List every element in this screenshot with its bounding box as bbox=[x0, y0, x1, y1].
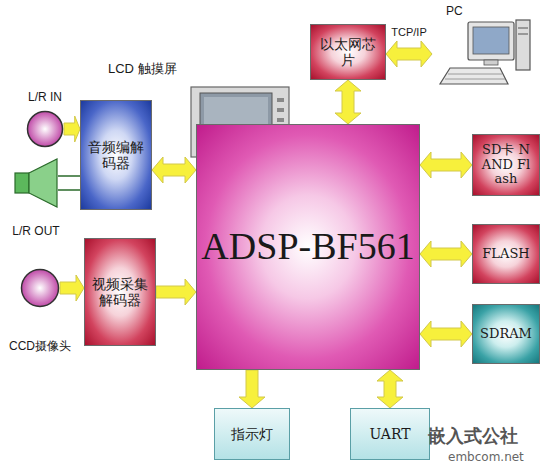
component-box: FLASH bbox=[472, 224, 540, 284]
bus-arrow bbox=[420, 321, 472, 347]
bus-arrow bbox=[335, 80, 361, 124]
component-box: SD卡 NAND Flash bbox=[472, 134, 540, 196]
box-label: SD卡 NAND Flash bbox=[479, 143, 533, 188]
component-box: 视频采集解码器 bbox=[84, 238, 156, 346]
arrow-shape bbox=[239, 370, 265, 408]
arrow-shape bbox=[420, 321, 472, 347]
processor-box: ADSP-BF561 bbox=[196, 124, 420, 370]
box-label: SDRAM bbox=[480, 327, 532, 342]
device-label: CCD摄像头 bbox=[9, 338, 71, 355]
bus-arrow bbox=[386, 41, 432, 67]
cam-node: CCD摄像头 bbox=[20, 268, 60, 308]
mic-node: L/R IN bbox=[26, 110, 64, 148]
speaker-symbol bbox=[14, 158, 58, 208]
bus-arrow bbox=[152, 157, 196, 183]
bus-arrow bbox=[377, 370, 403, 408]
bus-arrow bbox=[420, 152, 472, 178]
component-box: SDRAM bbox=[472, 304, 540, 364]
bus-arrow bbox=[64, 116, 80, 142]
arrow-shape bbox=[60, 275, 84, 301]
arrow-shape bbox=[377, 370, 403, 408]
protocol-label: TCP/IP bbox=[390, 26, 427, 38]
wire-pair bbox=[58, 176, 80, 190]
pc-node: PC bbox=[432, 4, 532, 88]
box-label: UART bbox=[369, 426, 410, 442]
audio-input-jack bbox=[26, 110, 64, 148]
arrow-shape bbox=[64, 116, 80, 142]
watermark: 嵌入式公社 bbox=[428, 424, 518, 448]
arrow-shape bbox=[156, 279, 196, 305]
component-box: 音频编解码器 bbox=[80, 100, 152, 210]
box-label: 以太网芯片 bbox=[317, 36, 379, 68]
arrow-shape bbox=[152, 157, 196, 183]
device-label: L/R IN bbox=[28, 90, 62, 104]
ccd-camera bbox=[20, 268, 60, 308]
component-box: 指示灯 bbox=[214, 408, 290, 460]
watermark: embcom.net bbox=[448, 450, 524, 464]
arrow-shape bbox=[420, 241, 472, 267]
box-label: 视频采集解码器 bbox=[91, 276, 149, 308]
wire bbox=[58, 175, 80, 177]
bus-arrow bbox=[420, 241, 472, 267]
box-label: FLASH bbox=[482, 247, 529, 262]
device-label: LCD 触摸屏 bbox=[108, 60, 177, 78]
arrow-shape bbox=[420, 152, 472, 178]
spk-node: L/R OUT bbox=[14, 158, 58, 208]
bus-arrow bbox=[156, 279, 196, 305]
processor-name: ADSP-BF561 bbox=[201, 225, 414, 269]
component-box: UART bbox=[350, 408, 430, 460]
box-label: 指示灯 bbox=[231, 426, 273, 442]
arrow-shape bbox=[335, 80, 361, 124]
bus-arrow bbox=[239, 370, 265, 408]
wire bbox=[58, 189, 80, 191]
device-label: PC bbox=[446, 4, 463, 18]
bus-arrow bbox=[60, 275, 84, 301]
device-label: L/R OUT bbox=[12, 224, 59, 238]
box-label: 音频编解码器 bbox=[87, 139, 145, 171]
arrow-shape bbox=[386, 41, 432, 67]
component-box: 以太网芯片 bbox=[310, 24, 386, 80]
